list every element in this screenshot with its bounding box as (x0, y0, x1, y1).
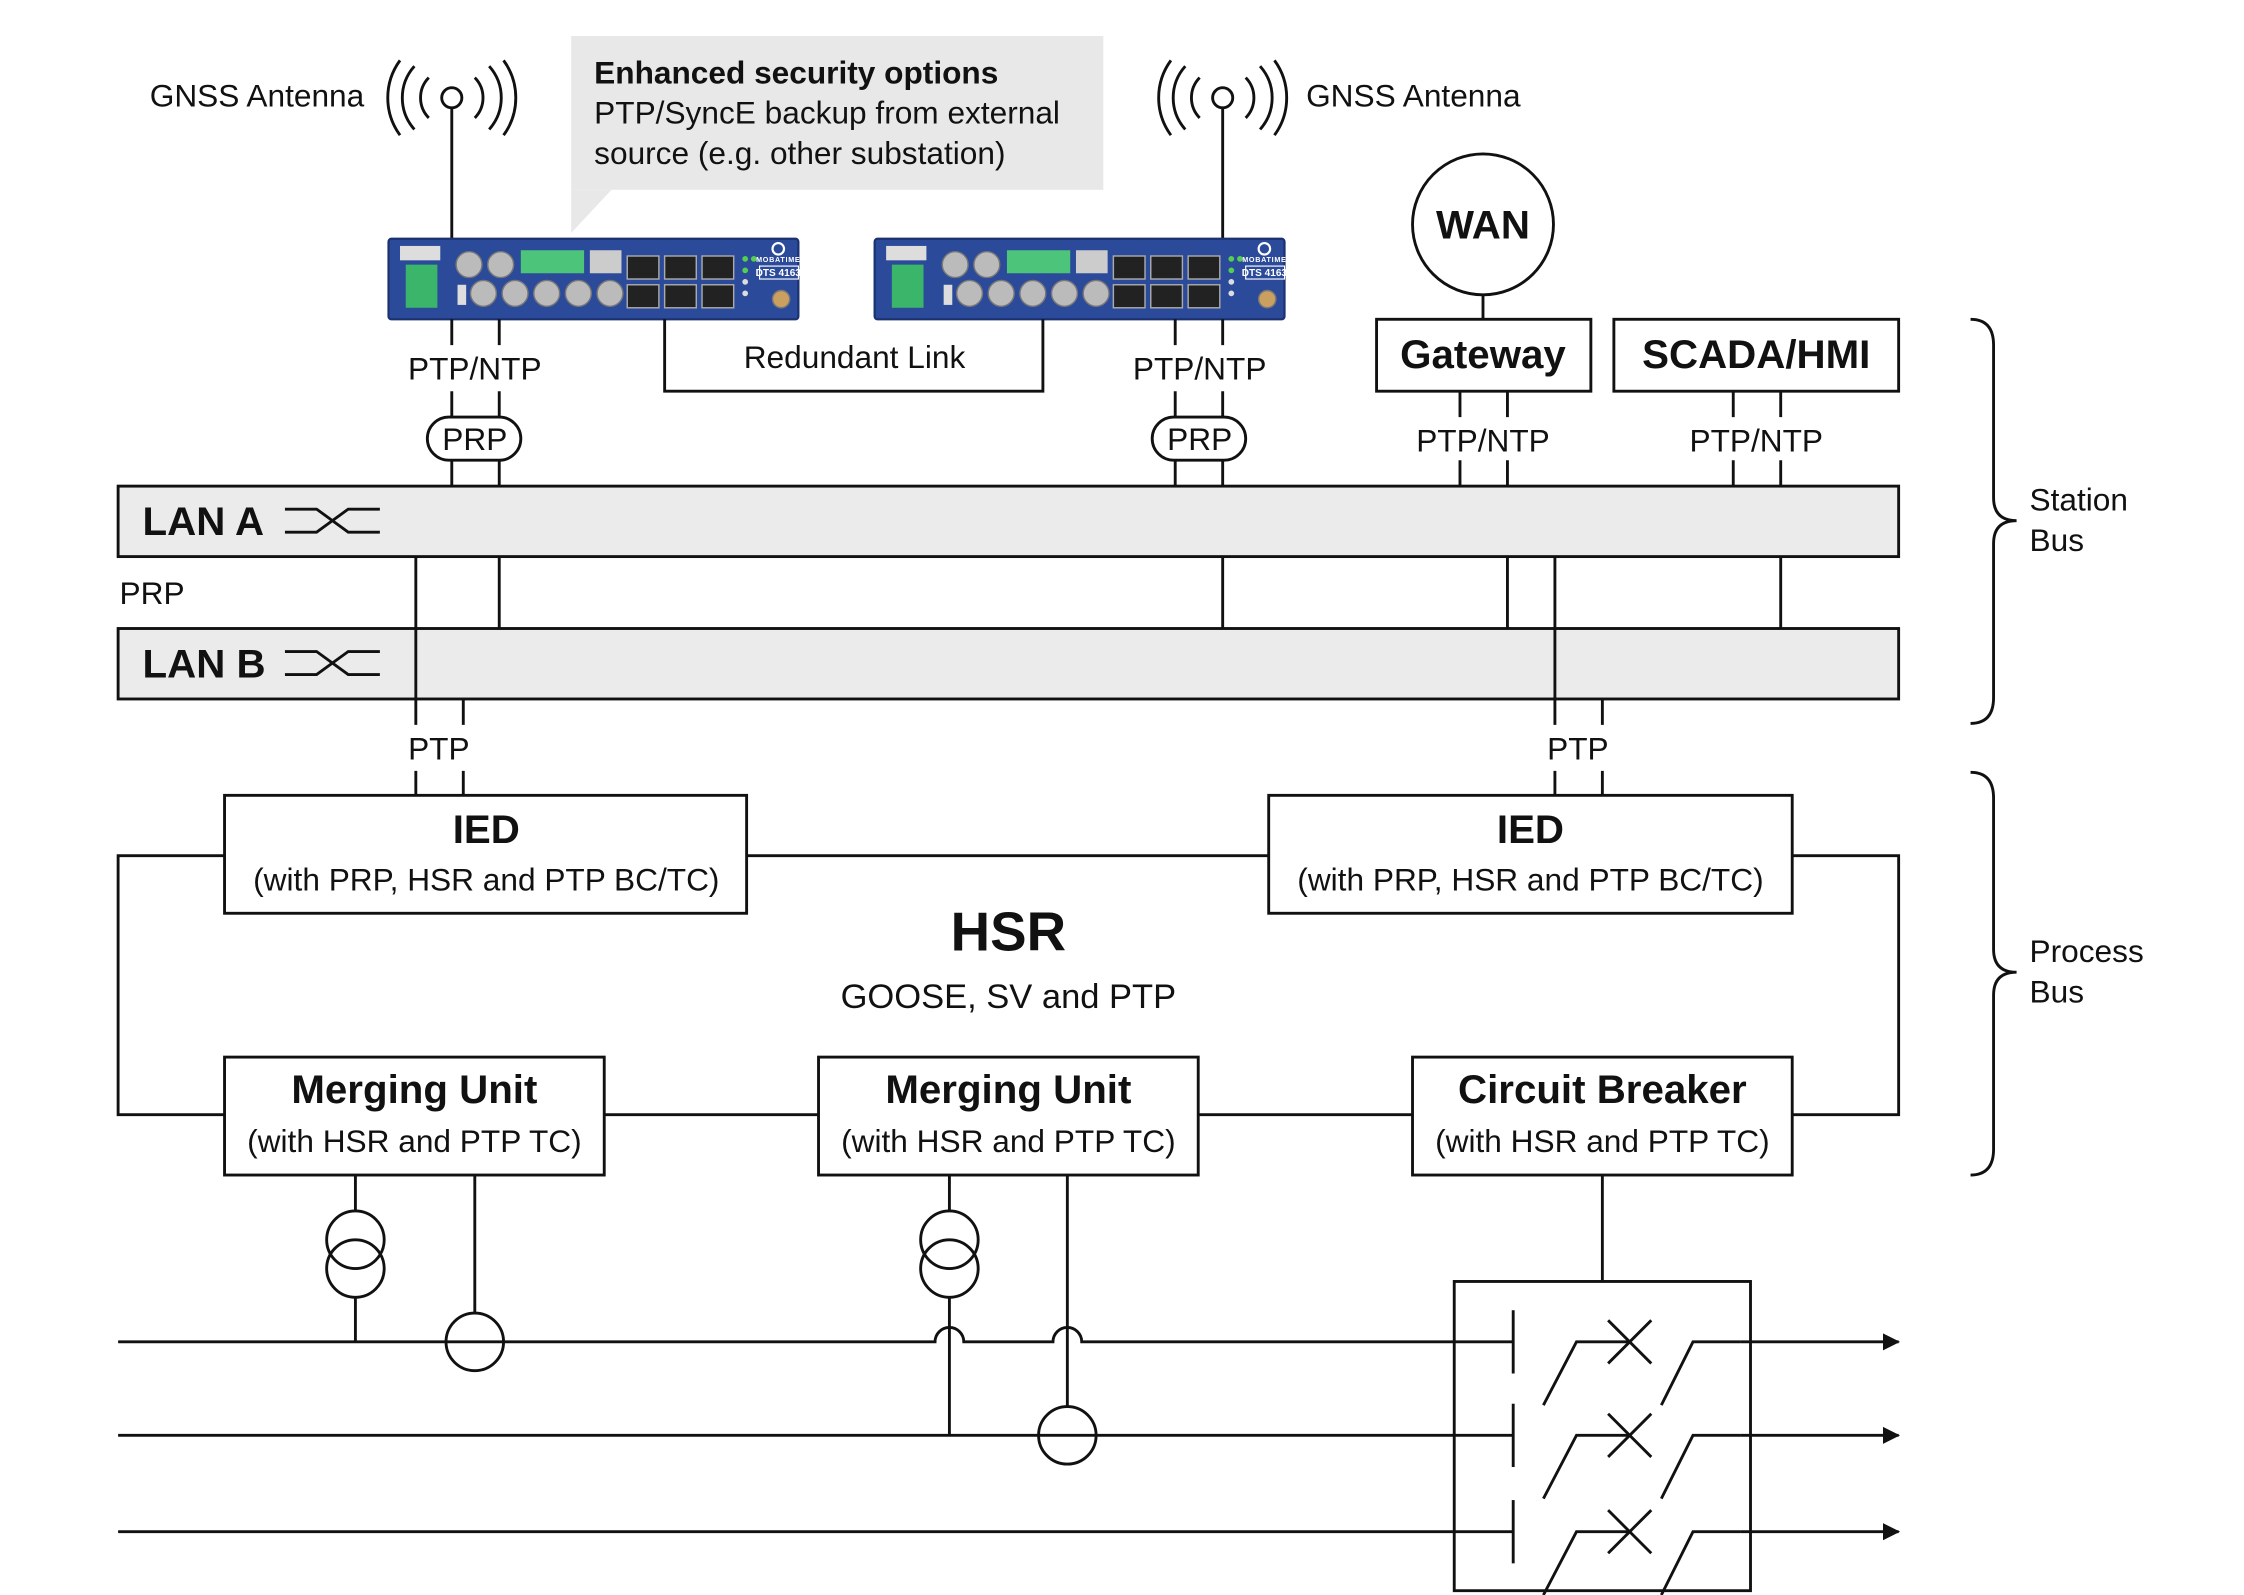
gateway-label: Gateway (1400, 332, 1566, 377)
prp-pill (1150, 415, 1248, 462)
current-transformer-icon (1037, 1405, 1098, 1466)
time-server-device (387, 237, 800, 321)
circuit-breaker-box (1411, 1055, 1794, 1177)
breaker-switch-icon (1511, 1308, 1742, 1407)
voltage-transformer-icon (919, 1238, 980, 1299)
voltage-transformer-icon (325, 1238, 386, 1299)
merging-unit-subtitle: (with HSR and PTP TC) (247, 1123, 582, 1159)
prp-pill-label: PRP (1167, 421, 1232, 457)
station-bus-label: Station (2030, 482, 2128, 518)
process-bus-bracket (1970, 770, 2017, 1177)
time-server-device (873, 237, 1286, 321)
circuit-breaker-title: Circuit Breaker (1458, 1067, 1747, 1112)
ied-subtitle: (with PRP, HSR and PTP BC/TC) (253, 861, 719, 897)
merging-unit-title: Merging Unit (885, 1067, 1131, 1112)
callout-line-1: PTP/SyncE backup from external (594, 95, 1060, 131)
scada-hmi-label: SCADA/HMI (1642, 332, 1870, 377)
switch-icon (284, 507, 380, 534)
ptp-label: PTP (408, 730, 470, 766)
lan-a-label: LAN A (143, 499, 265, 544)
breaker-switch-icon (1511, 1402, 1742, 1501)
device-model: DTS 4163 (756, 268, 802, 279)
voltage-transformer-icon (325, 1209, 386, 1270)
ied-box (223, 793, 749, 915)
gnss-antenna-label-left: GNSS Antenna (150, 77, 365, 113)
ied-subtitle: (with PRP, HSR and PTP BC/TC) (1297, 861, 1763, 897)
ied-title: IED (453, 807, 520, 852)
callout-title: Enhanced security options (594, 54, 998, 90)
gnss-antenna-label-right: GNSS Antenna (1306, 77, 1521, 113)
redundant-link-label: Redundant Link (744, 339, 966, 375)
prp-label: PRP (120, 575, 185, 611)
callout-line-2: source (e.g. other substation) (594, 135, 1005, 171)
switch-icon (284, 650, 380, 676)
device-brand: MOBATIME (1242, 255, 1286, 264)
lan-a-bar (116, 484, 1901, 559)
security-callout: Enhanced security options PTP/SyncE back… (571, 35, 1104, 233)
merging-unit-title: Merging Unit (291, 1067, 537, 1112)
wan-node (1411, 152, 1555, 297)
station-bus-label: Bus (2030, 522, 2084, 558)
hsr-subtitle: GOOSE, SV and PTP (841, 978, 1177, 1016)
prp-pill-label: PRP (442, 421, 507, 457)
process-bus-label: Bus (2030, 973, 2084, 1009)
ptp-label: PTP (1547, 730, 1609, 766)
station-bus-bracket (1970, 317, 2017, 725)
ptp-ntp-label: PTP/NTP (408, 351, 542, 387)
gateway-box (1375, 317, 1593, 393)
wan-label: WAN (1436, 203, 1530, 248)
scada-hmi-box (1612, 317, 1901, 393)
circuit-breaker-subtitle: (with HSR and PTP TC) (1435, 1123, 1770, 1159)
ied-title: IED (1497, 807, 1564, 852)
merging-unit-subtitle: (with HSR and PTP TC) (841, 1123, 1176, 1159)
process-bus-label: Process (2030, 933, 2144, 969)
merging-unit-box (223, 1055, 606, 1177)
ptp-ntp-label: PTP/NTP (1133, 351, 1267, 387)
current-transformer-icon (444, 1311, 505, 1373)
breaker-switch-icon (1511, 1498, 1742, 1595)
ied-box (1267, 793, 1794, 915)
device-brand: MOBATIME (756, 255, 800, 264)
ptp-ntp-label: PTP/NTP (1689, 423, 1823, 459)
merging-unit-box (817, 1055, 1200, 1177)
breaker-enclosure (1452, 1280, 1752, 1593)
ptp-ntp-label: PTP/NTP (1416, 423, 1550, 459)
device-model: DTS 4163 (1242, 268, 1288, 279)
prp-pill (425, 415, 523, 462)
lan-b-label: LAN B (143, 641, 266, 686)
lan-b-bar (116, 627, 1901, 701)
hsr-title: HSR (951, 902, 1066, 963)
voltage-transformer-icon (919, 1209, 980, 1270)
